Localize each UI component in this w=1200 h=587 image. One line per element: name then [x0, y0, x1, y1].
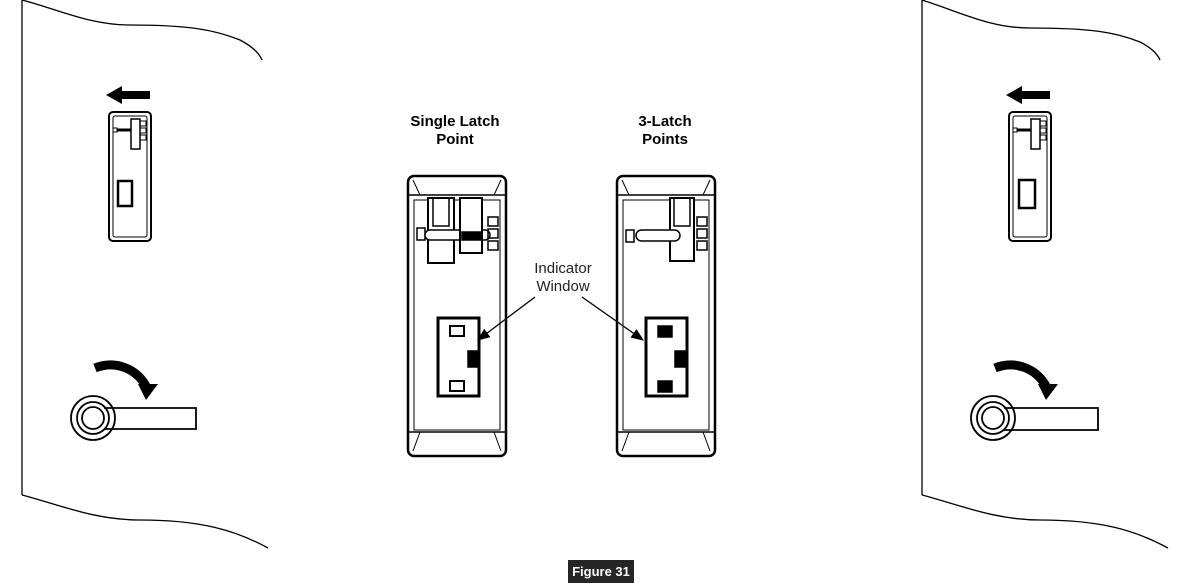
right-door — [921, 0, 1169, 549]
left-door — [21, 0, 269, 549]
left-lever — [70, 360, 197, 441]
indicator-label-line2: Window — [536, 278, 590, 295]
single-latch-lock — [406, 174, 508, 458]
single-latch-title-line2: Point — [436, 131, 474, 148]
figure-caption-badge: Figure 31 — [568, 560, 634, 583]
right-lever — [970, 360, 1099, 441]
single-latch-title: Single Latch Point — [400, 113, 510, 149]
left-rotate-arrow-icon — [138, 384, 158, 400]
three-latch-title-line2: Points — [642, 131, 688, 148]
left-small-lock — [106, 86, 152, 242]
right-arrow-icon — [1006, 86, 1050, 104]
three-latch-lock — [615, 174, 717, 458]
indicator-arrows — [476, 296, 645, 341]
three-latch-title: 3-Latch Points — [610, 113, 720, 149]
left-arrow-icon — [106, 86, 150, 104]
indicator-window-label: Indicator Window — [518, 260, 608, 296]
indicator-label-line1: Indicator — [534, 260, 592, 277]
single-latch-title-line1: Single Latch — [410, 113, 500, 130]
right-rotate-arrow-icon — [1038, 384, 1058, 400]
three-latch-title-line1: 3-Latch — [638, 113, 692, 130]
right-small-lock — [1006, 86, 1052, 242]
